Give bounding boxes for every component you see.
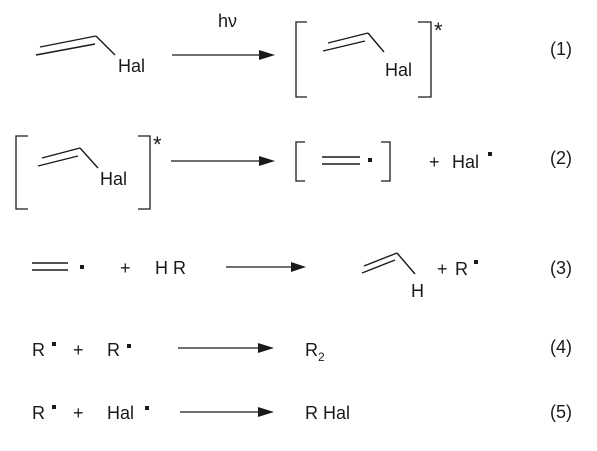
radical-dot <box>488 152 492 156</box>
right-bracket <box>381 141 391 182</box>
excited-state-complex: Hal * <box>15 132 162 210</box>
radical-dot <box>474 260 478 264</box>
r2-subscript: 2 <box>318 350 325 364</box>
r-label: R <box>107 340 120 360</box>
double-bond-lower <box>37 155 79 167</box>
plus-sign: + <box>429 152 440 172</box>
hal-label: Hal <box>452 152 479 172</box>
hal-label: Hal <box>107 403 134 423</box>
excited-state-star: * <box>434 18 443 43</box>
equation-number: (4) <box>550 337 572 357</box>
excited-state-star: * <box>153 132 162 157</box>
right-bracket <box>418 21 432 98</box>
left-bracket <box>295 21 307 98</box>
equation-number: (3) <box>550 258 572 278</box>
plus-sign: + <box>73 340 84 360</box>
excited-state-complex: Hal * <box>295 18 443 98</box>
radical-dot <box>127 344 131 348</box>
equation-2: Hal * + Hal (2) <box>15 132 572 210</box>
r-label: R <box>455 259 468 279</box>
double-bond-upper <box>39 35 97 48</box>
hal-label: Hal <box>100 169 127 189</box>
plus-sign: + <box>437 259 448 279</box>
equation-5: R + Hal R Hal (5) <box>32 402 572 423</box>
reaction-arrow: hν <box>172 11 275 60</box>
equation-3: + H R H + R (3) <box>32 252 572 301</box>
single-bond <box>396 252 416 275</box>
plus-sign: + <box>73 403 84 423</box>
product-ethylene: H <box>361 252 424 301</box>
radical-dot <box>368 158 372 162</box>
double-bond-lower <box>35 43 96 56</box>
plus-sign: + <box>120 258 131 278</box>
equation-4: R + R R 2 (4) <box>32 337 572 364</box>
left-bracket <box>295 141 305 182</box>
radical-dot <box>52 342 56 346</box>
single-bond <box>367 32 385 53</box>
vinyl-radical-complex <box>295 141 391 182</box>
reaction-arrow <box>180 407 274 417</box>
double-bond-upper <box>327 32 369 44</box>
reaction-arrow <box>226 262 306 272</box>
double-bond-upper <box>41 147 81 159</box>
equation-number: (5) <box>550 402 572 422</box>
equation-number: (1) <box>550 39 572 59</box>
arrowhead <box>259 50 275 60</box>
double-bond-lower <box>322 40 366 52</box>
arrowhead <box>258 343 274 353</box>
radical-dot <box>52 405 56 409</box>
hal-label: Hal <box>118 56 145 76</box>
hr-label: H R <box>155 258 186 278</box>
right-bracket <box>138 135 151 210</box>
arrowhead <box>258 407 274 417</box>
reactant-vinyl-halide: Hal <box>35 35 145 76</box>
radical-dot <box>80 265 84 269</box>
rhal-label: R Hal <box>305 403 350 423</box>
r-label: R <box>32 403 45 423</box>
arrowhead <box>259 156 275 166</box>
single-bond <box>95 35 116 56</box>
arrowhead <box>291 262 306 272</box>
hv-label: hν <box>218 11 237 31</box>
double-bond-upper <box>363 252 398 267</box>
reaction-arrow <box>171 156 275 166</box>
left-bracket <box>15 135 28 210</box>
h-label: H <box>411 281 424 301</box>
r-label: R <box>32 340 45 360</box>
r2-label: R <box>305 340 318 360</box>
reaction-arrow <box>178 343 274 353</box>
radical-dot <box>145 406 149 410</box>
equation-number: (2) <box>550 148 572 168</box>
hal-label: Hal <box>385 60 412 80</box>
single-bond <box>79 147 99 169</box>
double-bond-lower <box>361 259 396 274</box>
equation-1: Hal hν Hal * (1) <box>35 11 572 98</box>
